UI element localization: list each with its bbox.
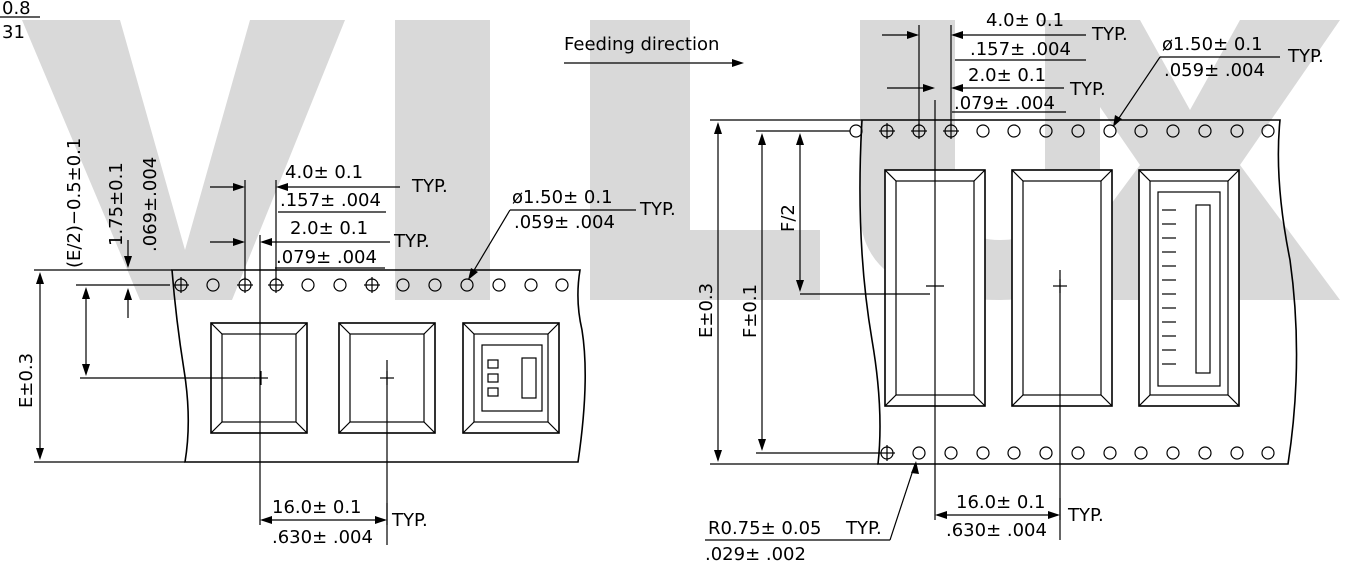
- right-hole-in: .059± .004: [1164, 60, 1265, 81]
- left-width-e: E±0.3: [16, 353, 37, 408]
- left-pitch4-mm: 4.0± 0.1: [285, 162, 363, 183]
- left-069: .069±.004: [140, 157, 161, 252]
- right-pitch4-mm: 4.0± 0.1: [986, 10, 1064, 31]
- right-pocket16-typ: TYP.: [1067, 505, 1104, 526]
- left-pocket16-mm: 16.0± 0.1: [272, 497, 362, 518]
- left-sprocket-holes: [173, 277, 569, 293]
- right-hole-mm: ø1.50± 0.1: [1162, 34, 1263, 55]
- right-pitch2-in: .079± .004: [954, 93, 1055, 114]
- feeding-direction: Feeding direction: [564, 34, 719, 55]
- left-hole-mm: ø1.50± 0.1: [512, 187, 613, 208]
- right-f2: F/2: [778, 204, 799, 232]
- right-dimension-labels: Feeding direction 4.0± 0.1 .157± .004 TY…: [564, 10, 1324, 565]
- corner-fraction-num: 0.8: [2, 0, 31, 19]
- right-pitch2-mm: 2.0± 0.1: [968, 65, 1046, 86]
- left-view: [0, 16, 636, 545]
- left-hole-in: .059± .004: [514, 212, 615, 233]
- right-pocket-2: [1011, 169, 1113, 407]
- right-radius-typ: TYP.: [845, 518, 882, 539]
- left-hole-typ: TYP.: [639, 199, 676, 220]
- right-hole-typ: TYP.: [1287, 46, 1324, 67]
- right-pitch4-typ: TYP.: [1091, 24, 1128, 45]
- right-radius-in: .029± .002: [705, 544, 806, 565]
- right-width-e: E±0.3: [696, 283, 717, 338]
- right-view: [564, 25, 1298, 541]
- right-sprocket-holes-top: [849, 123, 1275, 139]
- right-pocket-3-with-part: [1138, 169, 1240, 407]
- left-pocket16-in: .630± .004: [272, 527, 373, 548]
- left-pitch2-in: .079± .004: [276, 247, 377, 268]
- left-pitch4-typ: TYP.: [411, 176, 448, 197]
- left-175: 1.75±0.1: [106, 162, 127, 246]
- left-pocket-3-with-part: [462, 322, 560, 434]
- left-pocket-1: [210, 322, 308, 434]
- left-pitch2-typ: TYP.: [393, 231, 430, 252]
- left-pocket16-typ: TYP.: [391, 510, 428, 531]
- left-pitch4-in: .157± .004: [280, 190, 381, 211]
- left-pitch2-mm: 2.0± 0.1: [290, 218, 368, 239]
- right-radius-mm: R0.75± 0.05: [708, 518, 821, 539]
- right-pitch2-typ: TYP.: [1069, 79, 1106, 100]
- right-pitch4-in: .157± .004: [970, 39, 1071, 60]
- left-dimension-labels: 0.8 31 4.0± 0.1 .157± .004 TYP. 2.0± 0.1…: [2, 0, 676, 548]
- right-f: F±0.1: [740, 284, 761, 338]
- corner-fraction-den: 31: [2, 22, 25, 43]
- left-tape-outline: [171, 269, 586, 463]
- left-e2-offset: (E/2)−0.5±0.1: [64, 138, 85, 268]
- right-pocket16-in: .630± .004: [946, 520, 1047, 541]
- right-sprocket-holes-bottom: [879, 445, 1275, 461]
- right-pocket16-mm: 16.0± 0.1: [956, 492, 1046, 513]
- right-tape-outline: [859, 119, 1298, 465]
